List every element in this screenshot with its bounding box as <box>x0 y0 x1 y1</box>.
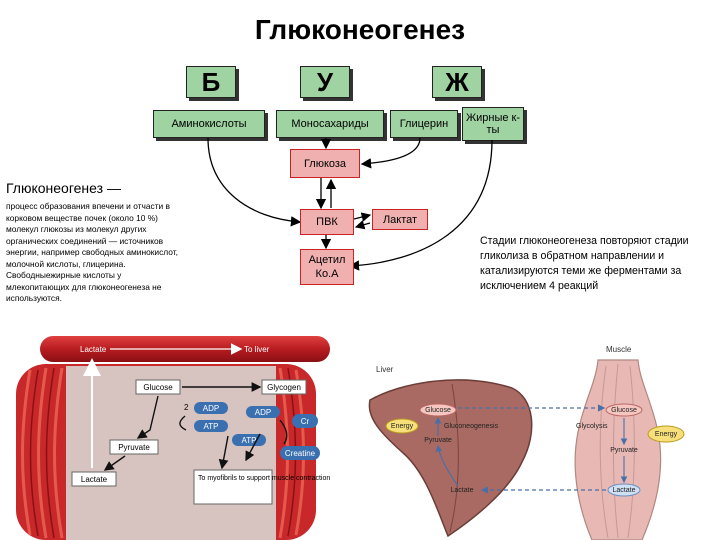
arrow-glycerol-glucose <box>360 137 421 169</box>
muscle-title-label: Muscle <box>606 345 632 354</box>
source-amino-label: Аминокислоты <box>171 118 247 130</box>
acetyl-box: Ацетил Ко.А <box>300 249 354 285</box>
arrow-lactate-pvk <box>354 220 371 230</box>
muscle-glycolysis-label: Glycolysis <box>576 423 608 430</box>
muscle-cr-label: Cr <box>301 417 310 426</box>
source-mono-box: Моносахариды <box>276 110 384 138</box>
left-description: процесс образования впечени и отчасти в … <box>6 201 178 303</box>
page-title: Глюконеогенез <box>254 14 466 45</box>
left-caption: Глюконеогенез — <box>6 180 121 196</box>
liver-gluconeogenesis-label: Gluconeogenesis <box>444 423 499 430</box>
liver-energy-label: Energy <box>391 423 414 430</box>
muscle-pyruvate-small-label: Pyruvate <box>610 447 638 454</box>
arrow-fatty-acetyl <box>348 139 493 271</box>
muscle-atp1-label: ATP <box>204 422 219 431</box>
pvk-label: ПВК <box>316 216 338 228</box>
vessel-to-liver-label: To liver <box>244 345 270 354</box>
muscle-myofibrils-label: To myofibrils to support muscle contract… <box>198 475 330 482</box>
muscle-num2-label: 2 <box>184 403 189 412</box>
muscle-pyruvate-label: Pyruvate <box>118 443 150 452</box>
source-amino-box: Аминокислоты <box>153 110 265 138</box>
liver-label: Liver <box>376 365 394 374</box>
vessel-lactate-label: Lactate <box>80 345 107 354</box>
arrow-amino-pvk <box>207 137 302 227</box>
muscle-glycogen-label: Glycogen <box>267 383 301 392</box>
glucose-label: Глюкоза <box>303 157 347 170</box>
muscle-adp2-label: ADP <box>255 408 271 417</box>
liver-lactate-label: Lactate <box>451 487 474 494</box>
muscle-energy-label: Energy <box>655 431 678 438</box>
letter-box-u: У <box>300 66 350 98</box>
muscle-creatine-label: Creatine <box>285 449 316 458</box>
muscle-fiber-figure: Lactate To liver Glucose Glycogen Pyruva… <box>16 336 330 540</box>
muscle-glucose-label: Glucose <box>143 383 173 392</box>
muscle-atp2-label: ATP <box>242 436 257 445</box>
right-description: Стадии глюконеогенеза повторяют стадии г… <box>480 235 689 292</box>
arrow-pvk-lactate <box>353 212 372 222</box>
lactate-box: Лактат <box>372 209 428 230</box>
cori-cycle-figure: Liver Muscle Glucose Gluconeogenesis Ene… <box>368 345 685 540</box>
muscle-adp1-label: ADP <box>203 404 219 413</box>
muscle-shape <box>574 359 662 540</box>
pvk-box: ПВК <box>300 209 354 235</box>
muscle-glucose-small-label: Glucose <box>611 407 637 414</box>
letter-box-b: Б <box>186 66 236 98</box>
source-mono-label: Моносахариды <box>291 118 369 130</box>
lactate-label: Лактат <box>382 213 418 226</box>
liver-glucose-label: Glucose <box>425 407 451 414</box>
acetyl-label: Ацетил Ко.А <box>308 254 346 280</box>
letter-box-zh: Ж <box>432 66 482 98</box>
muscle-lactate-small-label: Lactate <box>613 487 636 494</box>
source-fatty-label: Жирные к-ты <box>465 112 521 136</box>
liver-shape <box>368 379 533 538</box>
muscle-lactate-label: Lactate <box>81 475 108 484</box>
liver-pyruvate-label: Pyruvate <box>424 437 452 444</box>
glucose-box: Глюкоза <box>290 149 360 178</box>
source-glycerol-label: Глицерин <box>399 118 449 130</box>
source-glycerol-box: Глицерин <box>390 110 458 138</box>
muscle-cytoplasm <box>66 366 276 540</box>
source-fatty-box: Жирные к-ты <box>462 107 524 141</box>
